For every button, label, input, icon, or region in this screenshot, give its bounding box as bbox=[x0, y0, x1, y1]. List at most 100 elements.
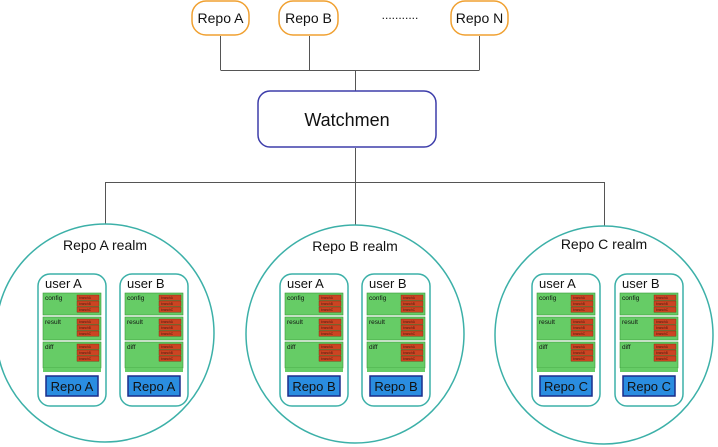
branch-box bbox=[400, 294, 424, 301]
branch-label: branchC bbox=[161, 332, 174, 336]
branch-box bbox=[318, 300, 342, 307]
branch-box bbox=[76, 318, 100, 325]
branch-box bbox=[158, 355, 182, 362]
branch-box bbox=[400, 318, 424, 325]
branch-box bbox=[653, 294, 677, 301]
branch-box bbox=[653, 343, 677, 350]
repo-box bbox=[287, 375, 341, 397]
branch-label: branchA bbox=[321, 296, 334, 300]
branch-label: branchA bbox=[656, 320, 669, 324]
branch-label: branchC bbox=[403, 332, 416, 336]
user-card: user A config branchA branchB branchC result b… bbox=[279, 273, 349, 407]
branch-label: branchB bbox=[656, 351, 668, 355]
repo-box bbox=[622, 375, 676, 397]
branch-box bbox=[318, 318, 342, 325]
branch-label: branchB bbox=[321, 351, 333, 355]
branch-box bbox=[76, 324, 100, 331]
branch-box bbox=[570, 306, 594, 313]
realm-b-title: Repo B realm bbox=[312, 238, 398, 254]
branch-label: branchA bbox=[161, 345, 174, 349]
branch-box bbox=[653, 330, 677, 337]
user-label: user B bbox=[127, 276, 165, 291]
branch-label: branchA bbox=[161, 320, 174, 324]
branch-label: branchB bbox=[403, 326, 415, 330]
branch-box bbox=[400, 349, 424, 356]
branch-box bbox=[653, 300, 677, 307]
branch-box bbox=[76, 343, 100, 350]
branch-box bbox=[318, 343, 342, 350]
repo-box bbox=[45, 375, 99, 397]
branch-label: branchB bbox=[573, 302, 585, 306]
branch-label: branchB bbox=[403, 302, 415, 306]
branch-box bbox=[653, 324, 677, 331]
branch-label: branchC bbox=[161, 357, 174, 361]
section-footer bbox=[285, 368, 343, 372]
section-label: config bbox=[369, 295, 387, 302]
watchmen-label: Watchmen bbox=[304, 110, 389, 130]
branch-label: branchB bbox=[79, 326, 91, 330]
repo-n-node: Repo N bbox=[450, 0, 509, 36]
section-label: config bbox=[622, 295, 640, 302]
repo-a-node: Repo A bbox=[191, 0, 250, 36]
branch-label: branchC bbox=[321, 357, 334, 361]
section-label: config bbox=[127, 295, 145, 302]
branch-label: branchC bbox=[79, 357, 92, 361]
watchmen-node: Watchmen bbox=[257, 90, 437, 148]
branch-box bbox=[653, 318, 677, 325]
branch-label: branchB bbox=[79, 351, 91, 355]
branch-label: branchA bbox=[573, 320, 586, 324]
section-label: diff bbox=[369, 344, 378, 351]
branch-box bbox=[76, 349, 100, 356]
branch-label: branchA bbox=[403, 345, 416, 349]
section-footer bbox=[620, 368, 678, 372]
branch-label: branchC bbox=[656, 357, 669, 361]
branch-label: branchB bbox=[79, 302, 91, 306]
branch-label: branchC bbox=[321, 332, 334, 336]
section-footer bbox=[125, 368, 183, 372]
branch-label: branchA bbox=[79, 296, 92, 300]
section-label: result bbox=[287, 319, 303, 326]
branch-box bbox=[400, 355, 424, 362]
branch-box bbox=[400, 306, 424, 313]
section-label: diff bbox=[622, 344, 631, 351]
branch-label: branchC bbox=[656, 308, 669, 312]
user-label: user A bbox=[539, 276, 576, 291]
repo-box bbox=[127, 375, 181, 397]
repo-box-label: Repo C bbox=[627, 379, 671, 394]
user-label: user A bbox=[287, 276, 324, 291]
section-label: diff bbox=[127, 344, 136, 351]
branch-box bbox=[158, 343, 182, 350]
branch-label: branchC bbox=[79, 308, 92, 312]
repo-b-node: Repo B bbox=[278, 0, 339, 36]
branch-box bbox=[158, 330, 182, 337]
branch-label: branchC bbox=[321, 308, 334, 312]
branch-box bbox=[76, 355, 100, 362]
branch-box bbox=[158, 349, 182, 356]
branch-box bbox=[653, 349, 677, 356]
branch-label: branchA bbox=[656, 345, 669, 349]
section-label: config bbox=[45, 295, 63, 302]
branch-box bbox=[318, 306, 342, 313]
section-label: diff bbox=[287, 344, 296, 351]
ellipsis: ........... bbox=[382, 8, 419, 22]
branch-box bbox=[158, 294, 182, 301]
branch-box bbox=[570, 324, 594, 331]
branch-box bbox=[400, 343, 424, 350]
branch-label: branchC bbox=[573, 357, 586, 361]
repo-box bbox=[369, 375, 423, 397]
branch-label: branchC bbox=[403, 357, 416, 361]
branch-box bbox=[570, 349, 594, 356]
branch-label: branchB bbox=[321, 302, 333, 306]
branch-box bbox=[158, 318, 182, 325]
branch-box bbox=[653, 306, 677, 313]
section-label: config bbox=[287, 295, 305, 302]
branch-box bbox=[570, 318, 594, 325]
section-label: result bbox=[369, 319, 385, 326]
branch-label: branchA bbox=[161, 296, 174, 300]
repo-box-label: Repo A bbox=[133, 379, 176, 394]
